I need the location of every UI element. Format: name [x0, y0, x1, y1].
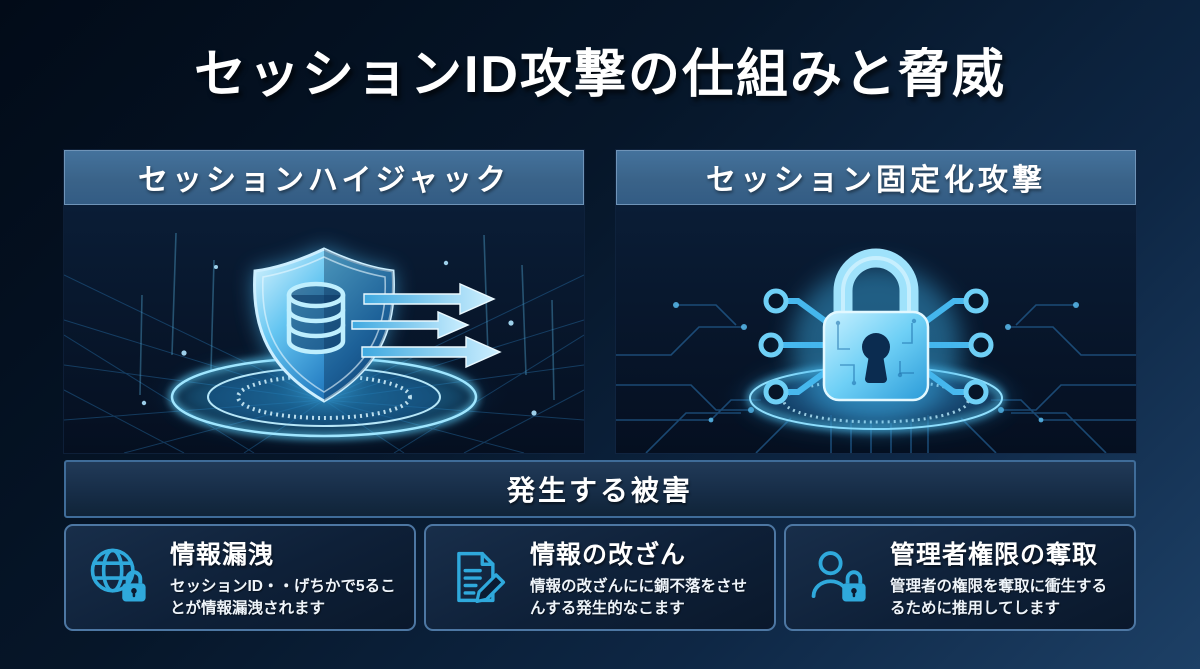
damage-card-title: 管理者権限の奪取 — [890, 541, 1099, 570]
card-text: 情報の改ざん 情報の改ざんにに錭不落をさせんする発生的なこます — [530, 535, 766, 619]
damage-card-body: 情報の改ざんにに錭不落をさせんする発生的なこます — [530, 578, 748, 617]
shield-database-leak-icon — [64, 204, 584, 453]
damage-card-privilege-takeover: 管理者権限の奪取 管理者の権限を奪取に衝生するるために推用してします — [784, 523, 1136, 631]
damage-card-tampering: 情報の改ざん 情報の改ざんにに錭不落をさせんする発生的なこます — [424, 523, 776, 631]
attack-panels-row: セッションハイジャック — [64, 149, 1136, 453]
panel-session-hijack-illustration — [64, 204, 584, 453]
content-area: セッションハイジャック — [64, 149, 1136, 631]
panel-session-fixation-header: セッション固定化攻撃 — [616, 149, 1136, 205]
damage-card-body: セッションID・・げちかで5ることが情報漏洩されます — [170, 578, 396, 617]
panel-session-fixation-illustration — [616, 204, 1136, 453]
page-title: セッションID攻撃の仕組みと脅威 — [193, 46, 1006, 104]
damage-card-title: 情報漏洩 — [170, 541, 275, 570]
globe-lock-icon — [66, 543, 170, 611]
panel-session-hijack: セッションハイジャック — [64, 149, 584, 453]
circuit-padlock-icon — [616, 204, 1136, 453]
card-text: 情報漏洩 セッションID・・げちかで5ることが情報漏洩されます — [170, 535, 406, 619]
panel-session-fixation: セッション固定化攻撃 — [616, 149, 1136, 453]
damage-card-body: 管理者の権限を奪取に衝生するるために推用してします — [890, 578, 1108, 617]
damage-section-header: 発生する被害 — [64, 459, 1136, 518]
damage-card-title: 情報の改ざん — [530, 541, 687, 570]
damage-cards-row: 情報漏洩 セッションID・・げちかで5ることが情報漏洩されます — [64, 523, 1136, 631]
document-edit-icon — [426, 543, 530, 611]
card-text: 管理者権限の奪取 管理者の権限を奪取に衝生するるために推用してします — [890, 535, 1126, 619]
panel-session-hijack-header: セッションハイジャック — [64, 149, 584, 205]
damage-card-info-leak: 情報漏洩 セッションID・・げちかで5ることが情報漏洩されます — [64, 523, 416, 631]
user-lock-icon — [786, 543, 890, 611]
